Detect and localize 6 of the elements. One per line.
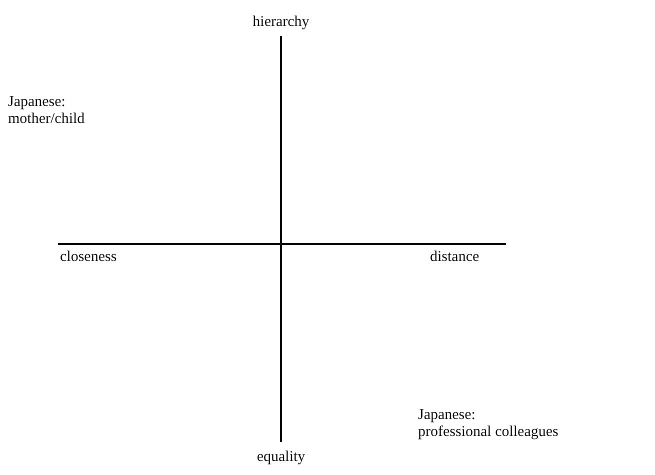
axis-label: distance — [430, 249, 480, 266]
quadrant-note: Japanese: professional colleagues — [418, 407, 558, 441]
axis-label: equality — [256, 449, 306, 466]
axis-label: hierarchy — [252, 14, 310, 31]
quadrant-note: Japanese: mother/child — [8, 94, 85, 128]
axis-label: closeness — [60, 249, 117, 266]
